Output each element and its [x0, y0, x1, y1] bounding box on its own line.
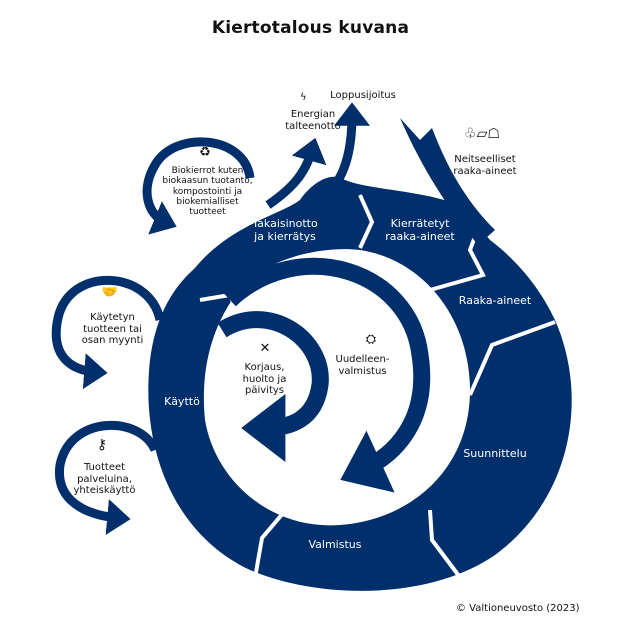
label-line: Neitseelliset — [454, 154, 516, 165]
segment-takaisinotto: Takaisinotto ja kierrätys — [240, 217, 330, 243]
page-title: Kiertotalous kuvana — [211, 18, 410, 38]
label-line: tuotteet — [189, 207, 226, 218]
resale-loop-label: Käytetyn tuotteen tai osan myynti — [70, 312, 155, 347]
segment-label: Kierrätetyt — [390, 217, 450, 230]
plant-icon: ♧ — [464, 126, 477, 142]
energy-recovery-arrow — [265, 137, 327, 209]
label-line: raaka-aineet — [453, 165, 517, 177]
recycling-band — [195, 176, 490, 300]
label-line: Energian — [290, 109, 336, 120]
segment-valmistus: Valmistus — [308, 538, 362, 551]
segment-kaytto: Käyttö — [164, 395, 200, 408]
label-line: yhteiskäyttö — [73, 485, 136, 496]
label-line: päivitys — [245, 385, 284, 396]
service-loop-arrow — [54, 420, 160, 535]
metal-bars-icon: ▱ — [476, 126, 488, 142]
segment-raaka-aineet: Raaka-aineet — [458, 294, 532, 307]
label-line: talteenotto — [285, 120, 341, 132]
segment-kierratetyt: Kierrätetyt raaka-aineet — [370, 217, 470, 243]
main-ring — [148, 199, 572, 591]
repair-arrow — [217, 311, 329, 462]
key-icon: ⚷ — [96, 437, 108, 453]
virgin-materials-arrow — [400, 118, 495, 245]
label-line: Biokierrot kuten — [171, 166, 244, 176]
label-line: huolto ja — [242, 373, 287, 385]
disposal-label: Loppusijoitus — [330, 90, 396, 101]
segment-label: ja kierrätys — [254, 229, 316, 243]
segment-suunnittelu: Suunnittelu — [463, 447, 527, 460]
label-line: tuotteen tai — [83, 323, 142, 335]
label-line: biokaasun tuotanto, — [162, 176, 253, 187]
label-line: osan myynti — [81, 335, 144, 346]
segment-label: raaka-aineet — [385, 229, 455, 243]
virgin-materials-icons: ♧▱☖ — [452, 126, 512, 142]
wrench-icon: ✕ — [259, 341, 271, 356]
remanufacturing-arrow — [224, 257, 431, 493]
engine-icon: ⛭ — [365, 332, 377, 347]
label-line: kompostointi ja — [172, 186, 243, 197]
label-line: valmistus — [338, 365, 387, 377]
repair-loop-label: Korjaus, huolto ja päivitys — [232, 362, 297, 397]
virgin-materials-label: Neitseelliset raaka-aineet — [445, 154, 525, 177]
label-line: Uudelleen- — [335, 354, 390, 365]
recycle-icon: ♻ — [199, 145, 211, 160]
copyright: © Valtioneuvosto (2023) — [456, 603, 580, 614]
bio-loop-arrow — [142, 137, 255, 235]
ore-sack-icon: ☖ — [487, 126, 500, 142]
resale-loop-arrow — [51, 275, 165, 390]
disposal-arrow — [315, 102, 370, 204]
label-line: Tuotteet — [83, 462, 126, 473]
handshake-icon: 🤝 — [101, 285, 119, 300]
lightning-icon: ϟ — [300, 92, 307, 103]
segment-label: Takaisinotto — [252, 217, 318, 230]
label-line: palveluina, — [77, 473, 132, 485]
service-loop-label: Tuotteet palveluina, yhteiskäyttö — [62, 462, 147, 497]
energy-recovery-label: Energian talteenotto — [278, 109, 348, 132]
label-line: Korjaus, — [244, 362, 285, 373]
label-line: Käytetyn — [90, 312, 135, 323]
remanufacturing-label: Uudelleen- valmistus — [325, 354, 400, 377]
label-line: biokemialliset — [176, 197, 239, 208]
bio-loop-label: Biokierrot kuten biokaasun tuotanto, kom… — [155, 166, 260, 218]
